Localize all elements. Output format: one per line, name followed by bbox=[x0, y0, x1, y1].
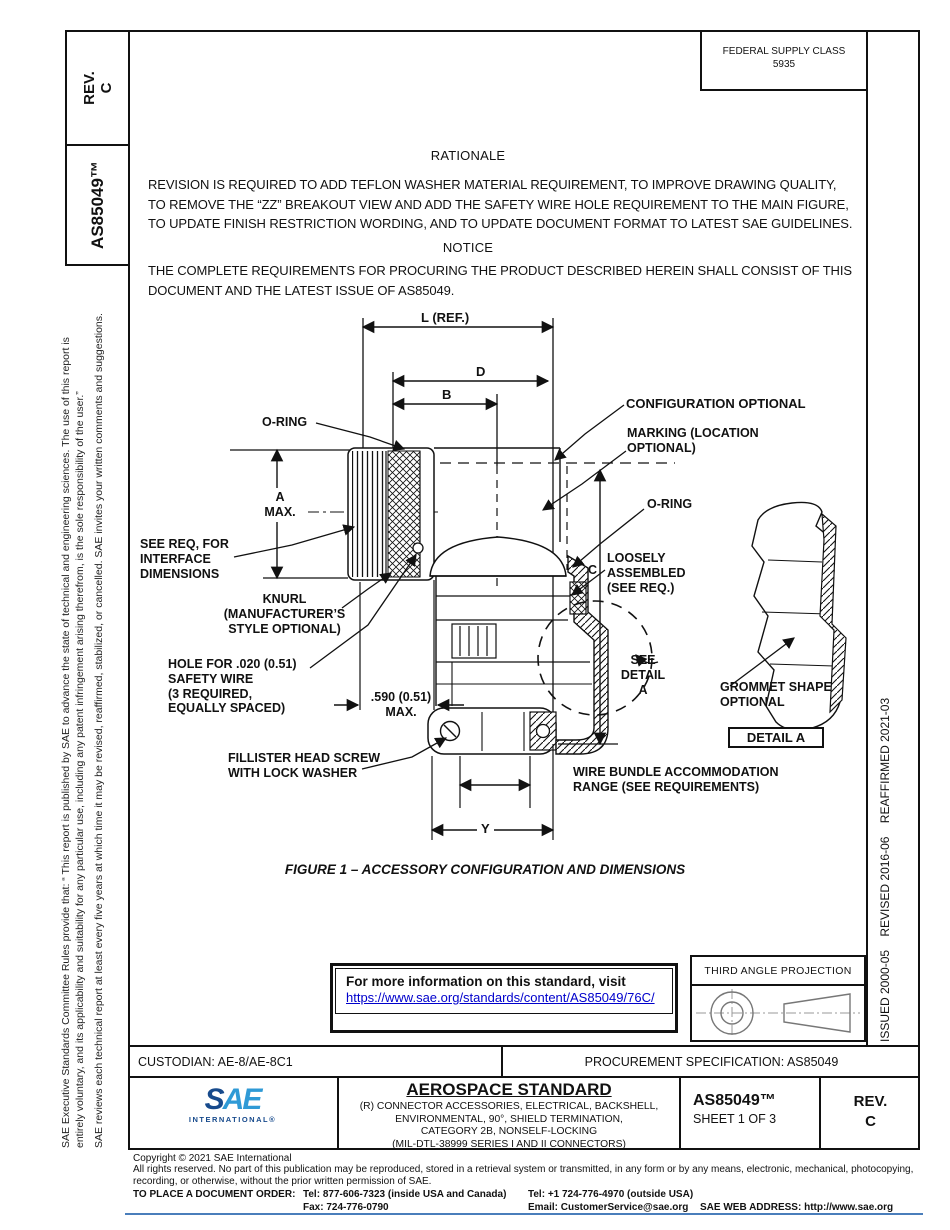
figure-label-see-req: SEE REQ, FOR INTERFACE DIMENSIONS bbox=[140, 537, 229, 581]
standard-link[interactable]: https://www.sae.org/standards/content/AS… bbox=[346, 990, 655, 1005]
standard-type: AEROSPACE STANDARD bbox=[406, 1080, 612, 1099]
rev-box-label: REV. C bbox=[80, 71, 115, 105]
figure-label-o-ring-right: O-RING bbox=[647, 497, 693, 511]
figure-label-b: B bbox=[438, 387, 456, 403]
figure-drawing bbox=[230, 318, 847, 840]
info-box: For more information on this standard, v… bbox=[330, 963, 678, 1033]
notice-heading: NOTICE bbox=[442, 240, 494, 255]
notice-body: THE COMPLETE REQUIREMENTS FOR PROCURING … bbox=[148, 263, 852, 298]
title-block-doc-number: AS85049™ bbox=[693, 1092, 776, 1109]
info-box-text: For more information on this standard, v… bbox=[346, 974, 626, 989]
procurement-cell: PROCUREMENT SPECIFICATION: AS85049 bbox=[584, 1054, 839, 1069]
rationale-heading: RATIONALE bbox=[430, 148, 506, 163]
standard-title-line-1: (R) CONNECTOR ACCESSORIES, ELECTRICAL, B… bbox=[359, 1101, 659, 1112]
third-angle-projection-symbol bbox=[696, 989, 860, 1037]
figure-label-l-ref: L (REF.) bbox=[417, 310, 474, 326]
left-margin-disclaimer-2: SAE reviews each technical report at lea… bbox=[93, 280, 107, 1148]
figure-label-590-max: .590 (0.51) MAX. bbox=[370, 690, 432, 719]
figure-label-marking: MARKING (LOCATION OPTIONAL) bbox=[627, 426, 759, 455]
standard-title-line-2: ENVIRONMENTAL, 90°, SHIELD TERMINATION, bbox=[395, 1113, 623, 1125]
figure-label-loosely-assembled: LOOSELY ASSEMBLED (SEE REQ.) bbox=[607, 551, 686, 595]
figure-label-fillister: FILLISTER HEAD SCREW WITH LOCK WASHER bbox=[228, 751, 381, 780]
footer-tel-inside: Tel: 877-606-7323 (inside USA and Canada… bbox=[303, 1189, 507, 1200]
sae-logo: SA​E INTERNATIONAL® bbox=[128, 1078, 337, 1148]
left-margin-disclaimer-1: SAE Executive Standards Committee Rules … bbox=[60, 280, 88, 1148]
left-margin-disclaimer-text-1: SAE Executive Standards Committee Rules … bbox=[60, 337, 86, 1148]
standard-title-line-4: (MIL-DTL-38999 SERIES I AND II CONNECTOR… bbox=[392, 1138, 626, 1150]
left-margin-disclaimer-text-2: SAE reviews each technical report at lea… bbox=[93, 313, 105, 1148]
sae-logo-text: SA​E bbox=[204, 1083, 263, 1116]
footer-order-label: TO PLACE A DOCUMENT ORDER: bbox=[133, 1189, 296, 1200]
figure-label-grommet: GROMMET SHAPE OPTIONAL bbox=[720, 680, 832, 709]
figure-label-c: C bbox=[588, 563, 598, 577]
doc-number-box: AS85049™ bbox=[65, 144, 130, 266]
sheet-number: SHEET 1 OF 3 bbox=[693, 1112, 777, 1126]
standard-title-line-3: CATEGORY 2B, NONSELF-LOCKING bbox=[420, 1126, 598, 1138]
footer-fax: Fax: 724-776-0790 bbox=[303, 1202, 389, 1213]
figure-label-safety-wire: HOLE FOR .020 (0.51) SAFETY WIRE (3 REQU… bbox=[168, 657, 297, 716]
sae-logo-subtext: INTERNATIONAL® bbox=[188, 1114, 277, 1124]
issue-dates: ISSUED 2000-05 REVISED 2016-06 REAFFIRME… bbox=[878, 697, 892, 1042]
sheet-cell: AS85049™ SHEET 1 OF 3 bbox=[681, 1078, 821, 1148]
figure-label-o-ring-left: O-RING bbox=[262, 415, 308, 429]
footer-copyright: Copyright © 2021 SAE International bbox=[133, 1153, 292, 1164]
federal-supply-class-code: 5935 bbox=[772, 59, 796, 70]
projection-box: THIRD ANGLE PROJECTION bbox=[690, 955, 866, 1042]
federal-supply-box: FEDERAL SUPPLY CLASS 5935 bbox=[700, 30, 868, 91]
figure-label-wire-bundle: WIRE BUNDLE ACCOMMODATION RANGE (SEE REQ… bbox=[573, 765, 779, 794]
title-cell: AEROSPACE STANDARD (R) CONNECTOR ACCESSO… bbox=[337, 1078, 681, 1150]
rev-box: REV. C bbox=[65, 30, 130, 146]
figure-caption: FIGURE 1 – ACCESSORY CONFIGURATION AND D… bbox=[284, 862, 686, 877]
footer-tel-outside: Tel: +1 724-776-4970 (outside USA) bbox=[528, 1189, 694, 1200]
figure-label-knurl: KNURL (MANUFACTURER’S STYLE OPTIONAL) bbox=[223, 592, 346, 636]
custodian-row: CUSTODIAN: AE-8/AE-8C1 PROCUREMENT SPECI… bbox=[128, 1045, 920, 1078]
figure-label-configuration-optional: CONFIGURATION OPTIONAL bbox=[626, 396, 806, 411]
figure-label-d: D bbox=[472, 364, 490, 380]
footer-web: SAE WEB ADDRESS: http://www.sae.org bbox=[700, 1202, 894, 1213]
figure-label-see-detail-a: SEE DETAIL A bbox=[620, 653, 666, 697]
rev-cell: REV. C bbox=[853, 1093, 888, 1130]
federal-supply-class-label: FEDERAL SUPPLY CLASS bbox=[722, 46, 846, 57]
title-block: SA​E INTERNATIONAL® AEROSPACE STANDARD (… bbox=[128, 1078, 920, 1150]
projection-box-label: THIRD ANGLE PROJECTION bbox=[692, 957, 864, 986]
custodian-cell: CUSTODIAN: AE-8/AE-8C1 bbox=[128, 1047, 503, 1076]
doc-number-box-label: AS85049™ bbox=[87, 161, 107, 249]
figure-label-a-max: A MAX. bbox=[252, 490, 308, 520]
footer-divider-line bbox=[125, 1213, 923, 1215]
figure-label-y: Y bbox=[477, 821, 494, 837]
detail-a-box: DETAIL A bbox=[728, 727, 824, 748]
footer-rights: All rights reserved. No part of this pub… bbox=[133, 1164, 914, 1187]
rationale-body: REVISION IS REQUIRED TO ADD TEFLON WASHE… bbox=[148, 177, 853, 231]
right-column-divider bbox=[866, 30, 868, 1045]
footer-email: Email: CustomerService@sae.org bbox=[528, 1202, 689, 1213]
